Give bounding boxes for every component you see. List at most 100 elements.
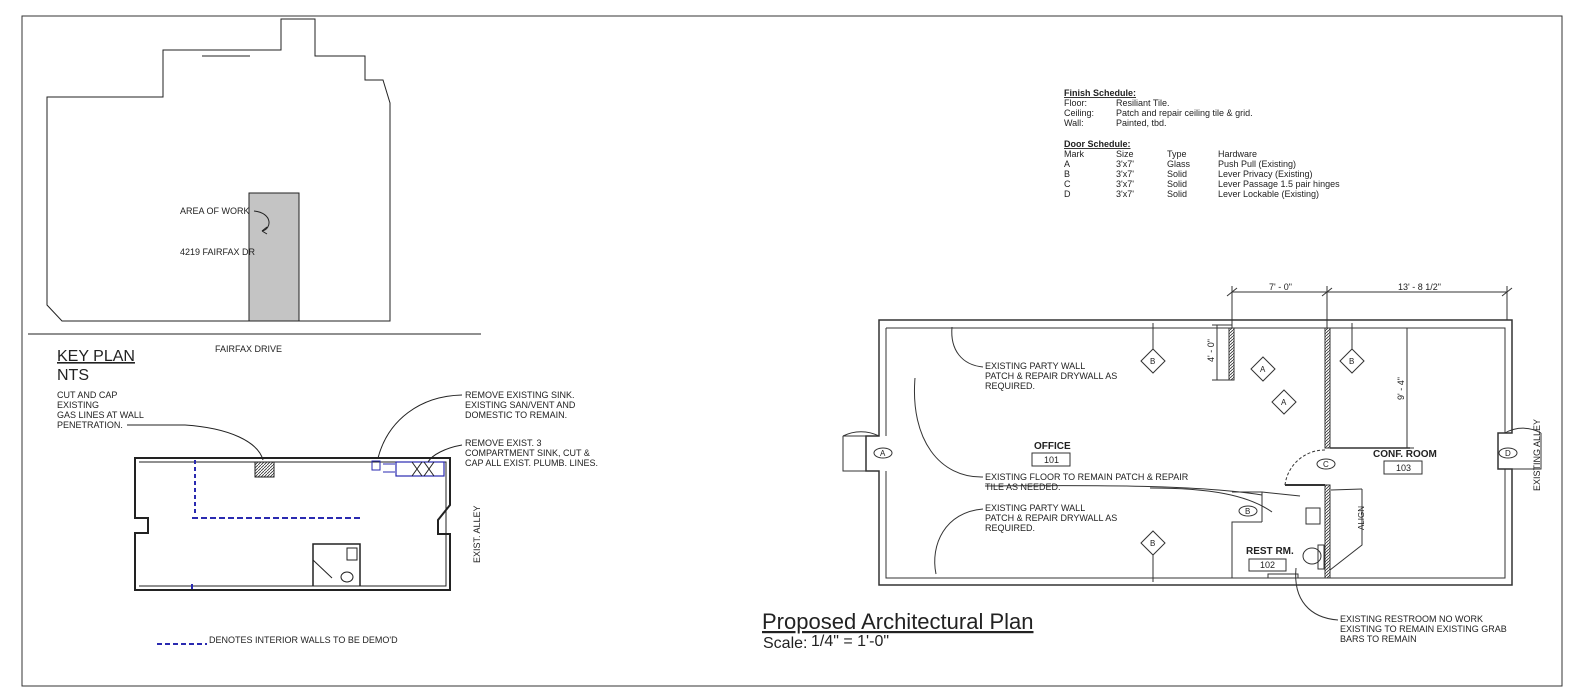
gas-note-line-2: EXISTING [57,400,99,410]
door-cell: D [1064,189,1071,199]
demo-sink-fixture [346,547,358,561]
wall-tag-a-lower [1271,389,1297,415]
sink-note-line-2: EXISTING SAN/VENT AND [465,400,576,410]
door-cell: Solid [1167,179,1187,189]
door-schedule-header: Hardware [1218,149,1257,159]
office-name: OFFICE [1034,441,1071,452]
compartment-sink [395,461,445,477]
demo-toilet-fixture [340,571,354,583]
proposed-plan-title: Proposed Architectural Plan [762,609,1034,634]
gas-note-line-4: PENETRATION. [57,420,123,430]
party-wall-top-line-2: PATCH & REPAIR DRYWALL AS [985,371,1117,381]
door-cell: A [1064,159,1070,169]
key-plan-scale: NTS [57,367,89,384]
partition-left [1228,327,1235,381]
finish-row-value: Resiliant Tile. [1116,98,1170,108]
gas-note: CUT AND CAP EXISTING GAS LINES AT WALL P… [57,390,144,430]
wall-tag-label: B [1349,357,1354,366]
align-label: ALIGN [1357,506,1366,530]
party-wall-top-line-3: REQUIRED. [985,381,1035,391]
restroom-note-line-3: BARS TO REMAIN [1340,634,1417,644]
floor-note-line-1: EXISTING FLOOR TO REMAIN PATCH & REPAIR [985,472,1189,482]
party-wall-bottom-line-1: EXISTING PARTY WALL [985,503,1085,513]
door-cell: 3'x7' [1116,169,1134,179]
area-of-work-zone [248,192,300,322]
finish-row-label: Floor: [1064,98,1087,108]
restroom-note-line-1: EXISTING RESTROOM NO WORK [1340,614,1483,624]
wall-tag-a-upper [1250,356,1276,382]
door-schedule-header: Mark [1064,149,1084,159]
comp-sink-note-line-3: CAP ALL EXIST. PLUMB. LINES. [465,458,598,468]
door-schedule-header: Size [1116,149,1134,159]
door-cell: C [1064,179,1071,189]
address-label: 4219 FAIRFAX DR [180,247,256,257]
restroom-walls [1231,491,1263,578]
gas-note-line-3: GAS LINES AT WALL [57,410,144,420]
area-of-work-arrow [253,210,270,232]
door-tag-c-oval [1316,458,1336,470]
rest-room-name: REST RM. [1246,546,1294,557]
note-leaders [913,326,1363,621]
partition-middle [1324,327,1331,449]
door-tag-c: C [1323,460,1329,469]
demo-alley-label: EXIST. ALLEY [472,505,482,563]
door-cell: Lever Passage 1.5 pair hinges [1218,179,1340,189]
floor-note-line-2: TILE AS NEEDED. [985,482,1061,492]
dim-top-left: 7' - 0" [1269,282,1292,292]
finish-row-value: Painted, tbd. [1116,118,1167,128]
demo-legend-text: DENOTES INTERIOR WALLS TO BE DEMO'D [209,635,398,645]
wall-tag-label: A [1260,365,1266,374]
gas-equipment [254,461,275,478]
comp-sink-note-leader [427,444,463,463]
party-wall-bottom-line-3: REQUIRED. [985,523,1035,533]
conf-room-number-box [1383,460,1423,475]
office-number: 101 [1044,455,1059,465]
demo-plan: CUT AND CAP EXISTING GAS LINES AT WALL P… [57,390,598,645]
door-cell: Solid [1167,169,1187,179]
door-tag-a: A [880,449,886,458]
door-swing-d [1504,427,1542,434]
dimension-lines [1212,286,1513,449]
finish-schedule-title: Finish Schedule: [1064,88,1136,98]
conf-room-name: CONF. ROOM [1373,449,1437,460]
sink-note-line-3: DOMESTIC TO REMAIN. [465,410,567,420]
wall-tag-b-top-right [1339,348,1365,374]
office-number-box [1031,452,1071,467]
sink-note-leader [377,394,463,459]
restroom-toilet [1302,547,1322,565]
door-cell: Glass [1167,159,1191,169]
door-cell: Push Pull (Existing) [1218,159,1296,169]
door-swing-c [1284,449,1326,486]
door-schedule-title: Door Schedule: [1064,139,1131,149]
finish-row-label: Wall: [1064,118,1084,128]
restroom-sink [1305,507,1321,525]
comp-sink-note-line-2: COMPARTMENT SINK, CUT & [465,448,590,458]
scale-label: Scale: [763,635,807,652]
existing-alley-label: EXISTING ALLEY [1532,419,1542,491]
party-wall-bottom-line-2: PATCH & REPAIR DRYWALL AS [985,513,1117,523]
gas-note-line-1: CUT AND CAP [57,390,117,400]
party-wall-top-line-1: EXISTING PARTY WALL [985,361,1085,371]
scale-value: 1/4" = 1'-0" [811,633,889,650]
door-cell: 3'x7' [1116,179,1134,189]
dim-vertical-left: 4' - 0" [1206,339,1216,362]
door-cell: 3'x7' [1116,159,1134,169]
door-tag-d: D [1505,449,1511,458]
dim-vertical-right: 9' - 4" [1396,377,1406,400]
proposed-plan: 7' - 0" 13' - 8 1/2" 4' - 0" 9' - 4" OFF… [762,282,1542,652]
key-plan: AREA OF WORK 4219 FAIRFAX DR FAIRFAX DRI… [28,18,481,384]
finish-row-value: Patch and repair ceiling tile & grid. [1116,108,1253,118]
area-of-work-label: AREA OF WORK [180,206,250,216]
door-cell: Solid [1167,189,1187,199]
door-schedule: Door Schedule: Mark Size Type Hardware A… [1064,139,1340,199]
door-tag-d-oval [1498,447,1518,459]
door-schedule-header: Type [1167,149,1187,159]
demo-restroom [312,543,361,586]
gas-note-leader [127,424,264,461]
door-cell: Lever Lockable (Existing) [1218,189,1319,199]
comp-sink-note-line-1: REMOVE EXIST. 3 [465,438,542,448]
wall-tag-label: B [1150,539,1155,548]
door-cell: 3'x7' [1116,189,1134,199]
door-tag-a-oval [873,447,893,459]
